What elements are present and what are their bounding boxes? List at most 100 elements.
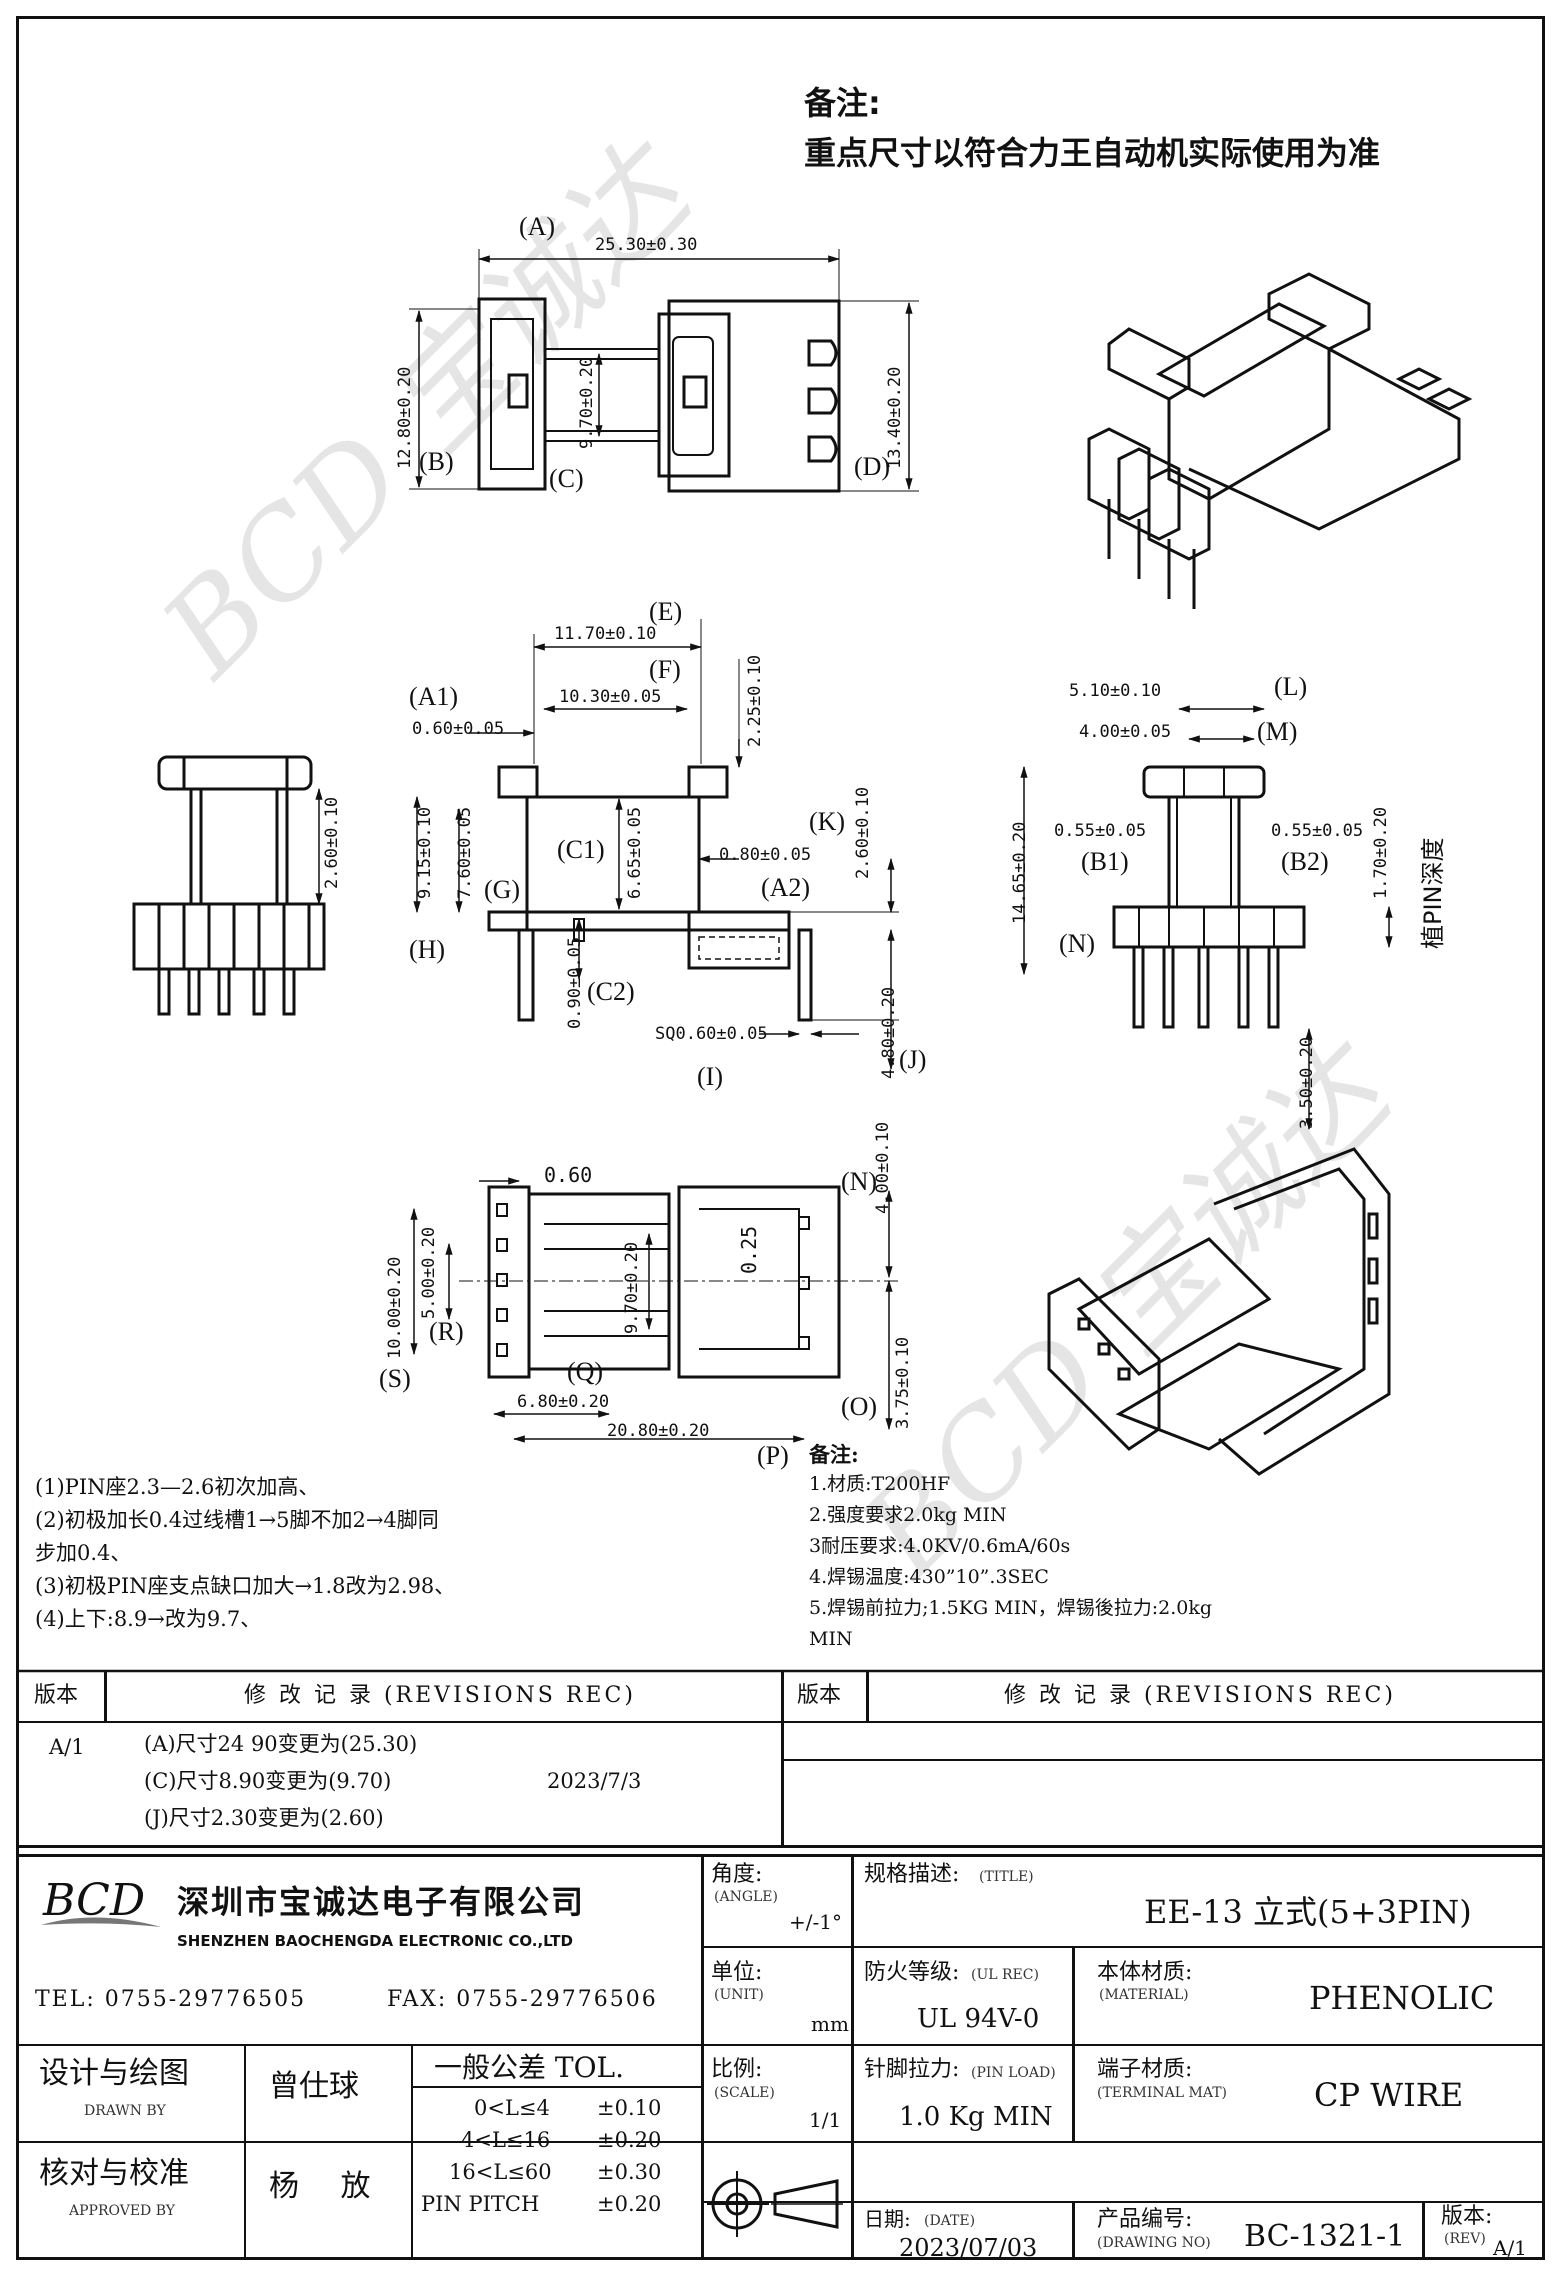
dim-b: 12.80±0.20 — [395, 366, 415, 469]
dim-1-70: 1.70±0.20 — [1371, 806, 1391, 899]
drawing-sheet: BCD 宝诚达 BCD 宝诚达 — [16, 16, 1545, 2260]
dim-c: 9.70±0.20 — [577, 356, 597, 449]
dim-5-00: 5.00±0.20 — [419, 1226, 439, 1319]
approved-value: 杨 放 — [269, 2169, 387, 2204]
tolerance-value: ±0.20 — [597, 2128, 662, 2152]
rev-change: (J)尺寸2.30变更为(2.60) — [144, 1806, 384, 1830]
spec-label-en: (TITLE) — [979, 1869, 1034, 1885]
pin-depth-label: 植PIN深度 — [1419, 837, 1447, 949]
left-view — [132, 755, 326, 1016]
tolerance-title: 一般公差 TOL. — [434, 2051, 625, 2084]
notes-left: (1)PIN座2.3—2.6初次加高、 (2)初极加长0.4过线槽1→5脚不加2… — [35, 1477, 455, 1642]
rev-col-version: 版本 — [34, 1683, 79, 1708]
dim-10-00: 10.00±0.20 — [385, 1256, 405, 1359]
tolerance-range: 4<L≤16 — [461, 2128, 551, 2152]
label-d: (D) — [854, 452, 891, 481]
isometric-view-top — [1087, 272, 1473, 609]
drawn-label: 设计与绘图 — [39, 2056, 189, 2091]
notes-right-title: 备注: — [809, 1442, 859, 1467]
tolerance-range: 16<L≤60 — [449, 2160, 552, 2184]
rev-value: A/1 — [1493, 2236, 1527, 2260]
spec-label: 规格描述: — [864, 1862, 960, 1887]
label-f: (F) — [649, 655, 681, 684]
dim-l: 5.10±0.10 — [1069, 681, 1162, 701]
pinload-label-en: (PIN LOAD) — [971, 2065, 1056, 2081]
rev-col-record: 修 改 记 录 (REVISIONS REC) — [244, 1683, 636, 1708]
drawn-label-en: DRAWN BY — [84, 2103, 166, 2119]
drawing-label: 产品编号: — [1097, 2207, 1193, 2232]
dim-k: 2.60±0.10 — [853, 786, 873, 879]
label-b1: (B1) — [1081, 847, 1129, 876]
dim-14-65: 14.65±0.20 — [1010, 821, 1030, 924]
header-note-text: 重点尺寸以符合力王自动机实际使用为准 — [804, 134, 1381, 172]
rev-change: (A)尺寸24 90变更为(25.30) — [144, 1732, 418, 1756]
rev-label-en: (REV) — [1444, 2231, 1486, 2247]
material-value: PHENOLIC — [1309, 1979, 1495, 2017]
dim-6-80: 6.80±0.20 — [517, 1392, 610, 1412]
spec-note: 3耐压要求:4.0KV/0.6mA/60s — [809, 1535, 1071, 1557]
note-line: (4)上下:8.9→改为9.7、 — [35, 1607, 262, 1631]
dim-d: 13.40±0.20 — [885, 366, 905, 469]
ul-value: UL 94V-0 — [917, 2004, 1040, 2034]
angle-label-en: (ANGLE) — [714, 1889, 778, 1905]
dim-9-15: 9.15±0.10 — [415, 806, 435, 899]
label-l: (L) — [1274, 672, 1308, 701]
tolerance-range: PIN PITCH — [421, 2192, 540, 2216]
approved-label: 核对与校准 — [39, 2156, 189, 2191]
label-e: (E) — [649, 597, 683, 626]
label-q: (Q) — [567, 1357, 604, 1386]
rev-label: 版本: — [1441, 2204, 1493, 2229]
date-label-en: (DATE) — [924, 2213, 976, 2229]
isometric-view-bottom — [1047, 1147, 1391, 1476]
top-view — [409, 249, 919, 493]
spec-note: 5.焊锡前拉力;1.5KG MIN，焊锡後拉力:2.0kg — [809, 1597, 1213, 1619]
rev-col-version-2: 版本 — [797, 1683, 842, 1708]
label-n-bottom: (N) — [841, 1167, 878, 1196]
revisions-table: 版本 修 改 记 录 (REVISIONS REC) 版本 修 改 记 录 (R… — [19, 1671, 1542, 1848]
dim-2-25: 2.25±0.10 — [745, 654, 765, 747]
rev-col-record-2: 修 改 记 录 (REVISIONS REC) — [1004, 1683, 1396, 1708]
spec-note: MIN — [809, 1628, 853, 1650]
label-b2: (B2) — [1281, 847, 1329, 876]
spec-note: 2.强度要求2.0kg MIN — [809, 1504, 1007, 1526]
logo-text: BCD — [42, 1875, 145, 1926]
dim-3-50: 3.50±0.20 — [1297, 1036, 1317, 1129]
label-a1: (A1) — [409, 682, 459, 711]
label-r: (R) — [429, 1317, 464, 1346]
company-tel: TEL: 0755-29776505 — [35, 1987, 307, 2012]
company-logo: BCD — [35, 1869, 167, 1949]
spec-note: 1.材质:T200HF — [809, 1473, 951, 1495]
label-c: (C) — [549, 464, 584, 493]
label-g: (G) — [484, 875, 521, 904]
bottom-view — [410, 1177, 899, 1443]
dim-3-75: 3.75±0.10 — [893, 1336, 913, 1429]
scale-value: 1/1 — [809, 2108, 842, 2132]
notes-right: 备注: 1.材质:T200HF 2.强度要求2.0kg MIN 3耐压要求:4.… — [809, 1444, 1212, 1649]
angle-label: 角度: — [711, 1862, 763, 1887]
company-name-cn: 深圳市宝诚达电子有限公司 — [177, 1883, 586, 1921]
dim-e: 11.70±0.10 — [554, 624, 657, 644]
unit-value: mm — [811, 2012, 849, 2036]
label-h: (H) — [409, 935, 446, 964]
label-b: (B) — [419, 447, 454, 476]
dim-a: 25.30±0.30 — [595, 235, 698, 255]
dim-0-80: 0.80±0.05 — [719, 845, 812, 865]
scale-label-en: (SCALE) — [714, 2085, 775, 2101]
front-view — [413, 619, 899, 1071]
rev-change: (C)尺寸8.90变更为(9.70) — [144, 1769, 392, 1793]
company-name-en: SHENZHEN BAOCHENGDA ELECTRONIC CO.,LTD — [177, 1932, 573, 1950]
pinload-label: 针脚拉力: — [864, 2057, 960, 2082]
label-s: (S) — [379, 1364, 411, 1393]
dim-7-60: 7.60±0.05 — [455, 806, 475, 899]
note-line: (1)PIN座2.3—2.6初次加高、 — [35, 1475, 320, 1499]
ul-label-en: (UL REC) — [971, 1967, 1039, 1983]
note-line: (3)初极PIN座支点缺口加大→1.8改为2.98、 — [35, 1574, 456, 1598]
approved-label-en: APPROVED BY — [69, 2203, 176, 2219]
dim-sq: SQ0.60±0.05 — [655, 1024, 768, 1044]
dim-20-80: 20.80±0.20 — [607, 1421, 710, 1441]
label-i: (I) — [697, 1062, 723, 1091]
dim-4-00: 4.00±0.10 — [873, 1121, 893, 1214]
terminal-label: 端子材质: — [1097, 2057, 1193, 2082]
terminal-label-en: (TERMINAL MAT) — [1097, 2085, 1228, 2101]
header-note-title: 备注: — [804, 84, 881, 122]
